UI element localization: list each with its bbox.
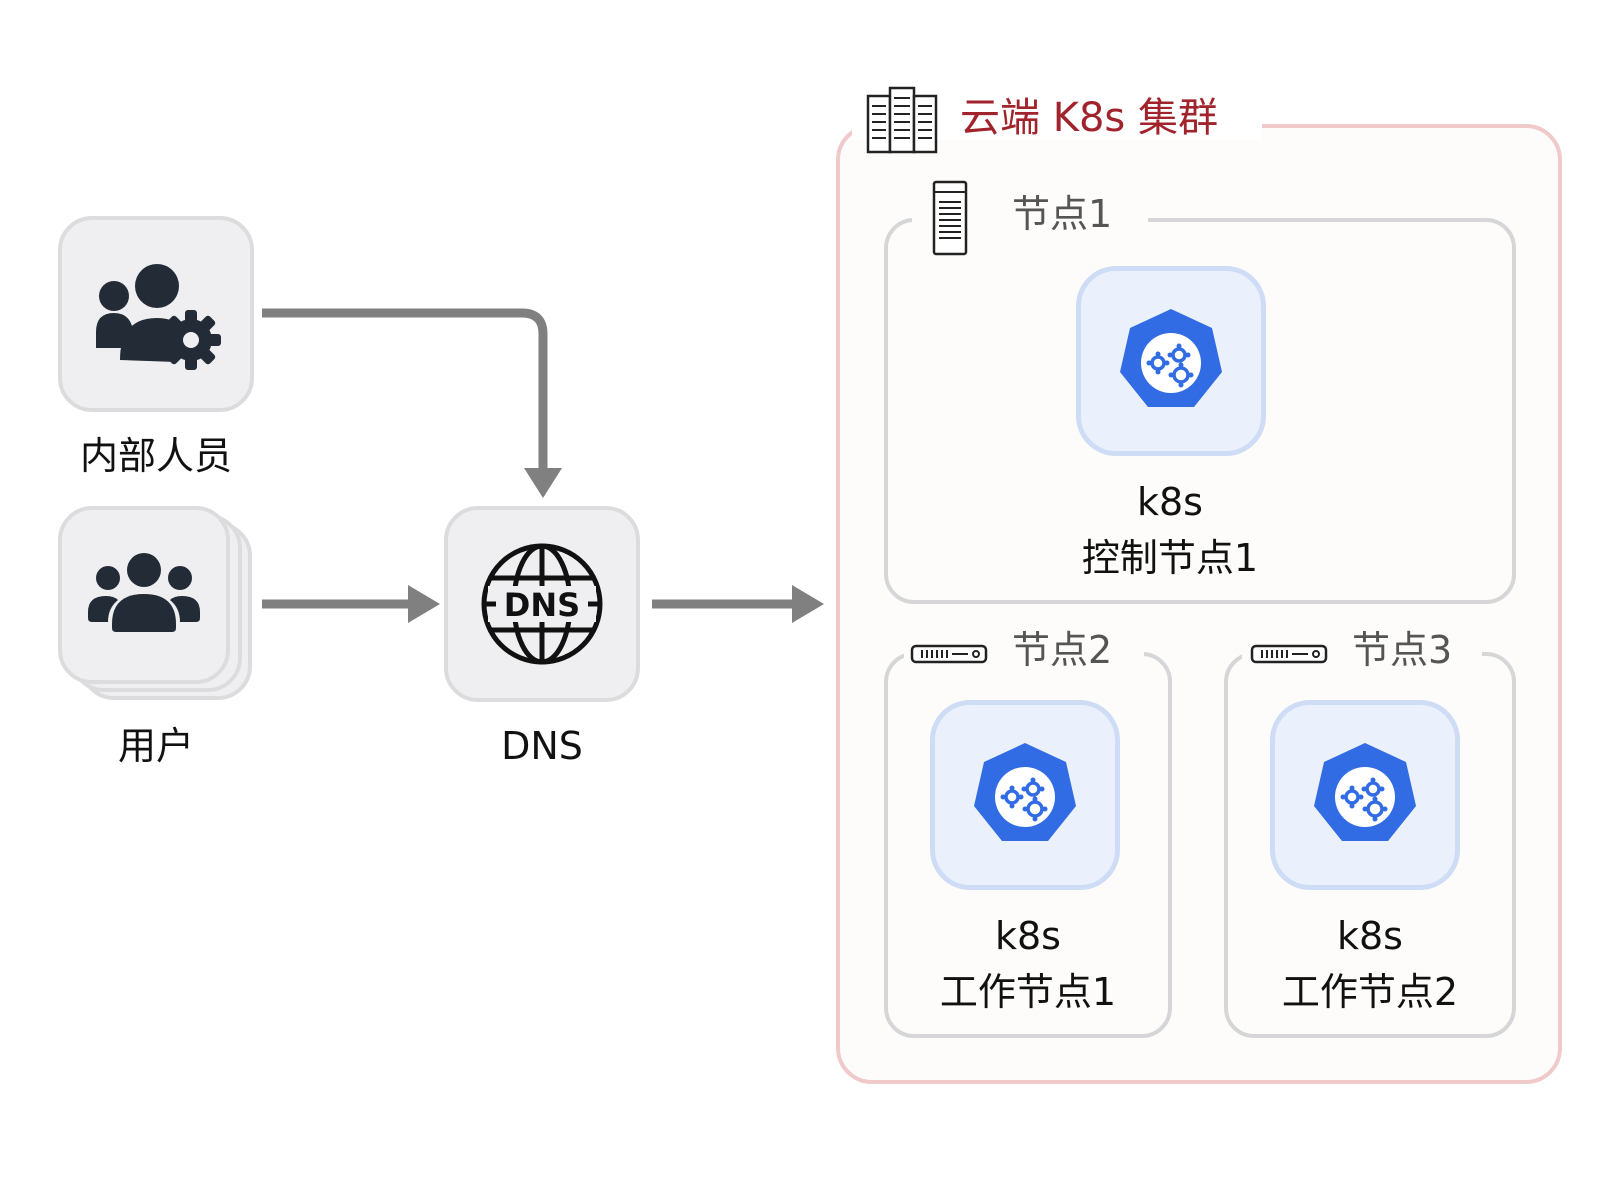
users-label: 用户 (117, 724, 194, 768)
dns-label: DNS (501, 724, 583, 768)
node-1-title: 节点1 (1012, 192, 1113, 236)
users-tile (58, 506, 230, 684)
dns-icon-text: DNS (504, 586, 580, 624)
internal-staff-label: 内部人员 (79, 434, 232, 478)
k8s-worker-1-tile (930, 700, 1120, 890)
cluster-title: 云端 K8s 集群 (960, 95, 1218, 141)
arrow-head-internal-to-dns (524, 468, 562, 498)
node-3-title: 节点3 (1352, 628, 1453, 672)
dns-tile: DNS (444, 506, 640, 702)
kubernetes-icon (1314, 743, 1416, 841)
server-rack-icon (910, 644, 988, 664)
users-gear-icon (96, 264, 221, 370)
server-rack-icon (1250, 644, 1328, 664)
k8s-control-line2: 控制节点1 (1081, 536, 1259, 580)
node-2-title: 节点2 (1012, 628, 1113, 672)
k8s-worker-2-line2: 工作节点2 (1281, 970, 1459, 1014)
dns-globe-icon: DNS (481, 543, 603, 665)
server-tower-icon (932, 180, 968, 256)
k8s-control-tile (1076, 266, 1266, 456)
users-group-icon (88, 553, 200, 632)
k8s-control-line1: k8s (1137, 480, 1203, 524)
arrow-head-dns-to-cluster (792, 585, 824, 623)
kubernetes-icon (974, 743, 1076, 841)
kubernetes-icon (1120, 309, 1222, 407)
node-1-box (884, 218, 1516, 604)
building-icon (866, 86, 938, 154)
k8s-worker-2-line1: k8s (1337, 914, 1403, 958)
internal-staff-tile (58, 216, 254, 412)
k8s-worker-2-tile (1270, 700, 1460, 890)
k8s-worker-1-line2: 工作节点1 (939, 970, 1117, 1014)
arrow-head-users-to-dns (408, 585, 440, 623)
arrow-internal-to-dns (262, 308, 548, 470)
k8s-worker-1-line1: k8s (995, 914, 1061, 958)
